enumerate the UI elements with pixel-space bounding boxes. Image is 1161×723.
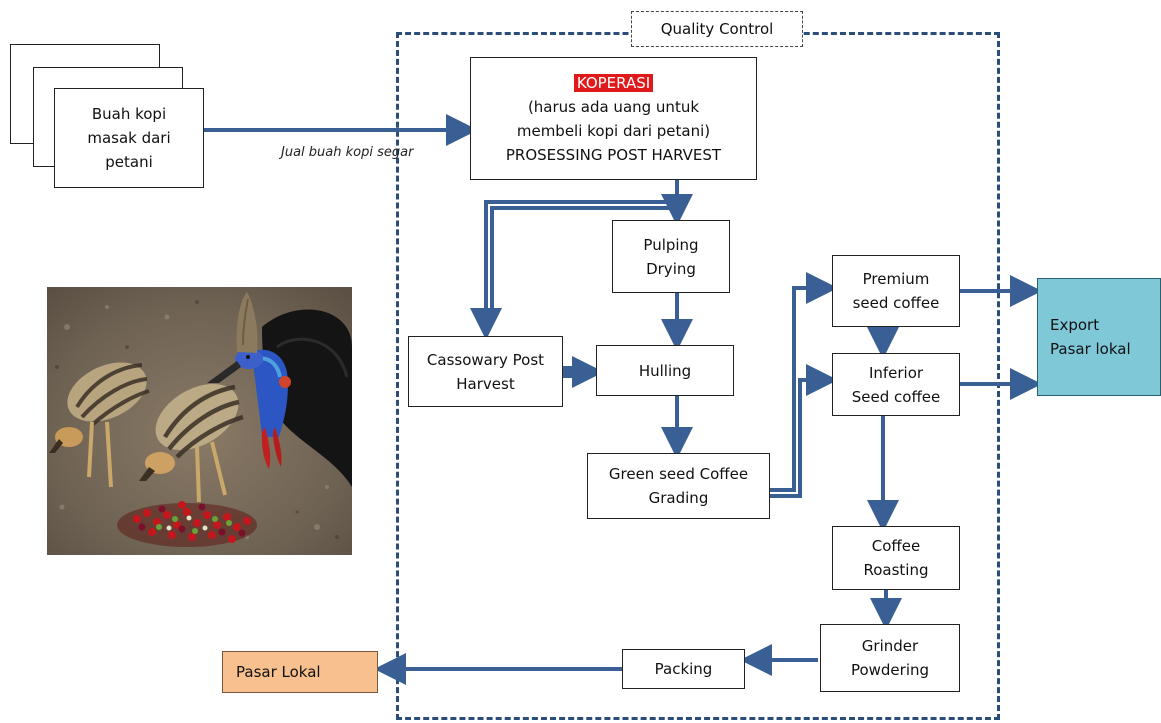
coffee-roasting-box: Coffee Roasting	[832, 526, 960, 590]
grinder-powdering-box: Grinder Powdering	[820, 624, 960, 692]
pasar-lokal-label: Pasar Lokal	[236, 663, 321, 681]
packing-label: Packing	[654, 660, 713, 678]
export-box: Export Pasar lokal	[1037, 278, 1161, 396]
roasting-line-2: Roasting	[863, 561, 929, 579]
cassowary-line-1: Cassowary Post	[426, 350, 545, 369]
koperasi-line-1: (harus ada uang untuk	[527, 97, 700, 116]
koperasi-line-2: membeli kopi dari petani)	[516, 121, 711, 140]
premium-line-2: seed coffee	[852, 294, 940, 312]
pulping-label: Pulping	[643, 235, 699, 254]
green-seed-line-2: Grading	[648, 489, 709, 507]
cassowary-photo	[47, 287, 352, 555]
hulling-box: Hulling	[596, 345, 734, 396]
arrow-koperasi-to-cassowary-inner	[490, 206, 674, 320]
coffee-cherries	[117, 501, 257, 547]
quality-control-label: Quality Control	[631, 11, 803, 47]
cassowary-post-harvest-box: Cassowary Post Harvest	[408, 336, 563, 407]
premium-seed-box: Premium seed coffee	[832, 255, 960, 327]
inferior-line-2: Seed coffee	[851, 387, 941, 406]
pulping-drying-box: Pulping Drying	[612, 220, 730, 293]
koperasi-title: KOPERASI	[573, 73, 654, 92]
koperasi-line-3: PROSESSING POST HARVEST	[505, 145, 722, 164]
hulling-label: Hulling	[638, 361, 692, 380]
inferior-line-1: Inferior	[868, 363, 924, 382]
cassowary-line-2: Harvest	[456, 374, 515, 393]
farmer-line-1: Buah kopi	[91, 105, 167, 123]
arrow-green-seed-to-grades	[770, 272, 838, 492]
pasar-lokal-box: Pasar Lokal	[222, 651, 378, 693]
premium-line-1: Premium	[862, 270, 930, 288]
roasting-line-1: Coffee	[871, 537, 921, 555]
arrow-koperasi-to-cassowary	[470, 200, 674, 340]
koperasi-box: KOPERASI (harus ada uang untuk membeli k…	[470, 57, 757, 180]
green-seed-grading-box: Green seed Coffee Grading	[587, 453, 770, 519]
inferior-seed-box: Inferior Seed coffee	[832, 353, 960, 416]
grinder-line-1: Grinder	[861, 637, 919, 655]
edge-label-sell: Jual buah kopi segar	[281, 145, 414, 160]
farmer-line-3: petani	[105, 153, 153, 171]
drying-label: Drying	[646, 259, 696, 278]
farmer-box: Buah kopi masak dari petani	[54, 88, 204, 188]
export-line-1: Export	[1050, 316, 1100, 334]
packing-box: Packing	[622, 649, 745, 689]
export-line-2: Pasar lokal	[1050, 340, 1131, 358]
cassowary-photo-illustration	[47, 287, 352, 555]
grinder-line-2: Powdering	[850, 661, 930, 679]
farmer-line-2: masak dari	[87, 129, 171, 147]
green-seed-line-1: Green seed Coffee	[608, 465, 749, 483]
